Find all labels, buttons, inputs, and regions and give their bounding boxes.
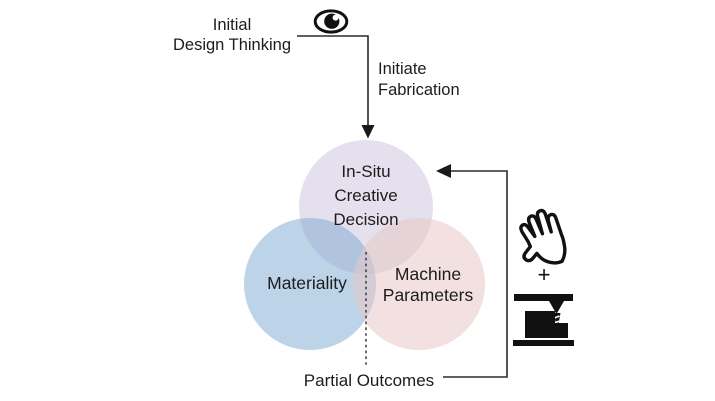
eye-icon xyxy=(313,9,349,34)
initiate-fabrication-label: Initiate Fabrication xyxy=(378,60,460,99)
initiate-fabrication-line xyxy=(297,35,369,126)
materiality-label: Materiality xyxy=(267,273,347,293)
arrow-down-icon xyxy=(361,125,375,139)
initial-design-thinking-label: Initial Design Thinking xyxy=(172,16,291,54)
hand-icon xyxy=(519,208,567,265)
machine-parameters-label: Machine Parameters xyxy=(382,264,474,305)
arrow-left-icon xyxy=(436,164,451,178)
partial-outcomes-label: Partial Outcomes xyxy=(303,371,435,390)
plus-sign-label: + xyxy=(537,262,551,287)
in-situ-creative-decision-label: In-Situ Creative Decision xyxy=(333,162,399,229)
3d-printer-icon xyxy=(513,294,574,346)
